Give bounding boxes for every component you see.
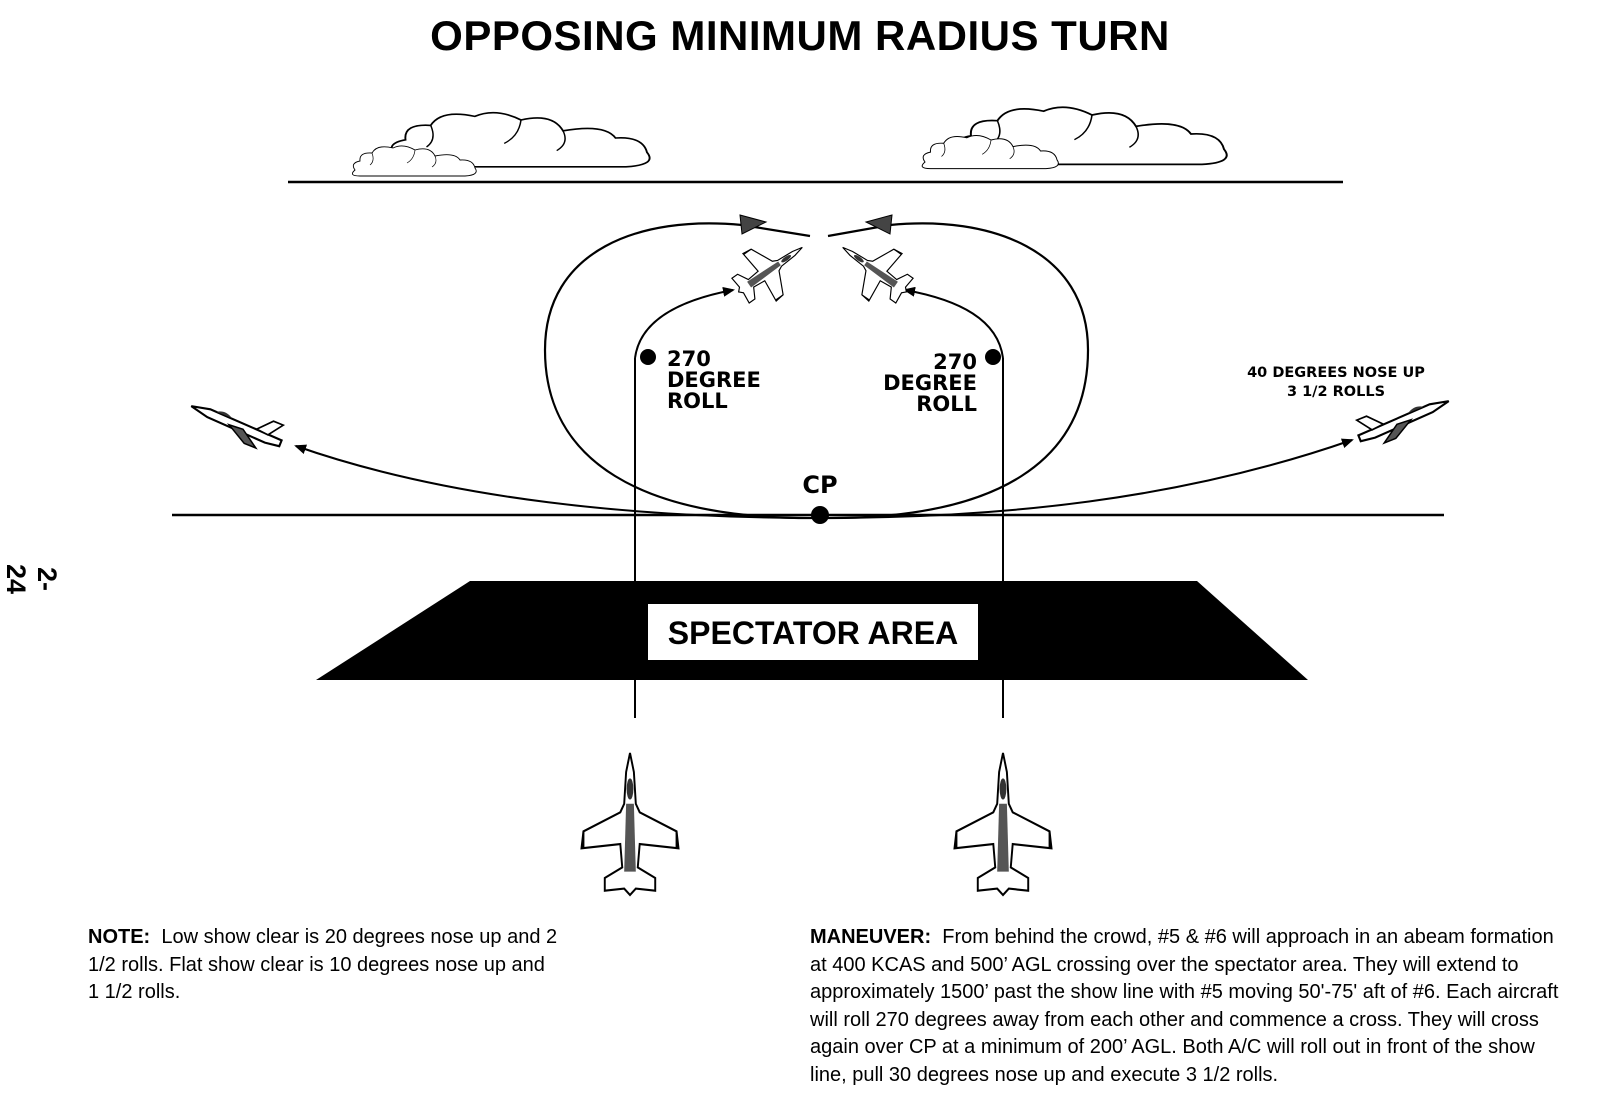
- spectator-label: SPECTATOR AREA: [668, 615, 958, 651]
- right-roll-label: 270 DEGREE ROLL: [883, 350, 977, 416]
- jet-icon-approach-left: [580, 751, 680, 897]
- maneuver-text: From behind the crowd, #5 & #6 will appr…: [810, 926, 1559, 1086]
- left-roll-label-line2: DEGREE: [667, 368, 761, 392]
- exit-path-right: [819, 438, 1354, 519]
- jet-icon-top-left: [721, 223, 820, 317]
- exit-label-line1: 40 DEGREES NOSE UP: [1247, 365, 1425, 381]
- maneuver-block: MANEUVER: From behind the crowd, #5 & #6…: [810, 924, 1570, 1089]
- arrowhead-icon-right: [864, 214, 893, 235]
- jet-icon-approach-right: [953, 751, 1053, 897]
- cp-point: [811, 506, 829, 524]
- page-title: OPPOSING MINIMUM RADIUS TURN: [430, 12, 1170, 59]
- right-roll-label-line2: DEGREE: [883, 371, 977, 395]
- exit-path-left: [294, 444, 821, 519]
- left-loop: [543, 222, 821, 520]
- cloud-icon-right: [921, 106, 1228, 170]
- left-roll-label: 270 DEGREE ROLL: [667, 347, 761, 413]
- exit-label: 40 DEGREES NOSE UP 3 1/2 ROLLS: [1247, 365, 1425, 400]
- jet-icon-top-right: [825, 223, 924, 317]
- spectator-label-box: [648, 604, 978, 660]
- right-roll-label-line1: 270: [933, 350, 977, 374]
- roll-point-right: [985, 349, 1001, 365]
- left-roll-label-line1: 270: [667, 347, 711, 371]
- right-roll-label-line3: ROLL: [916, 392, 977, 416]
- jet-icon-exit-left: [184, 389, 289, 457]
- roll-path-left: [634, 286, 735, 359]
- note-heading: NOTE:: [88, 926, 151, 948]
- maneuver-heading: MANEUVER:: [810, 926, 932, 948]
- left-roll-label-line3: ROLL: [667, 389, 728, 413]
- note-text: Low show clear is 20 degrees nose up and…: [88, 926, 558, 1003]
- roll-path-right: [903, 286, 1004, 359]
- note-block: NOTE: Low show clear is 20 degrees nose …: [88, 924, 558, 1007]
- arrowhead-icon-left: [739, 214, 768, 235]
- right-loop: [819, 222, 1090, 520]
- roll-point-left: [640, 349, 656, 365]
- cloud-icon-left: [351, 111, 651, 177]
- cp-label: CP: [802, 471, 837, 499]
- exit-label-line2: 3 1/2 ROLLS: [1287, 384, 1385, 400]
